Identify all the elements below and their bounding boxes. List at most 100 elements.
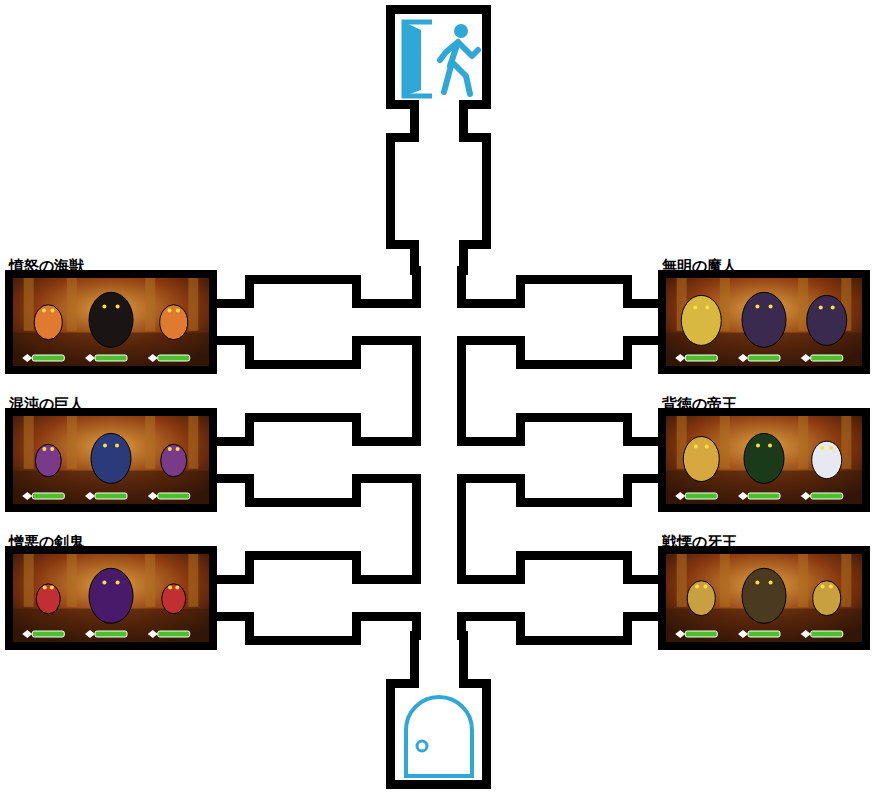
monster-eye [115, 444, 119, 448]
monster-eye [769, 581, 773, 585]
monster-eye [103, 444, 107, 448]
pillar [145, 416, 155, 469]
monster-eye [705, 445, 709, 449]
monster-room: 憤怒の海獣 [5, 270, 217, 374]
monster [162, 584, 186, 614]
exit-door-leaf [404, 22, 421, 96]
corridor-floor [525, 560, 623, 636]
corridor-wall [245, 551, 361, 645]
monster-eye [756, 444, 760, 448]
corridor-wall [516, 551, 632, 645]
monster-eye [168, 309, 172, 313]
monster-eye [116, 581, 120, 585]
status-icon [738, 354, 748, 362]
monster [89, 292, 133, 347]
corridor-wall [339, 299, 435, 345]
status-icon [22, 492, 32, 500]
status-icon [148, 354, 158, 362]
scene-ground [666, 278, 862, 366]
monster-eye [829, 585, 833, 589]
monster [687, 581, 715, 616]
battle-scene [13, 416, 209, 504]
corridor-wall [245, 413, 361, 507]
monster-eye [50, 309, 54, 313]
monster-eye [176, 447, 180, 451]
hp-bar [32, 631, 64, 637]
corridor-floor [212, 446, 258, 474]
monster [681, 295, 721, 345]
room-title: 憎悪の剣鬼 [9, 533, 84, 551]
status-icon [85, 630, 95, 638]
battle-scene [13, 554, 209, 642]
monster [742, 292, 786, 347]
status-icon [801, 630, 811, 638]
status-icon [801, 492, 811, 500]
monster-eye [768, 444, 772, 448]
hp-bar [95, 355, 127, 361]
hp-bar [158, 493, 190, 499]
monster-eye [42, 309, 46, 313]
monster-eye [693, 306, 697, 310]
exit-person-body [440, 42, 478, 94]
monster [160, 305, 188, 340]
room-title: 混沌の巨人 [9, 395, 84, 413]
room-title: 戦慄の牙王 [662, 533, 737, 551]
monster-eye [755, 305, 759, 309]
status-icon [675, 630, 685, 638]
hp-bar [95, 493, 127, 499]
monster-eye [116, 305, 120, 309]
pillar [720, 554, 730, 607]
hp-bar [32, 355, 64, 361]
monster-room: 無明の魔人 [658, 270, 870, 374]
corridor-floor [419, 96, 459, 146]
exit-door-frame [404, 22, 432, 96]
pillar [798, 416, 808, 469]
status-icon [675, 492, 685, 500]
hp-bar [685, 631, 717, 637]
monster-eye [102, 305, 106, 309]
map-icons [404, 22, 478, 776]
hp-bar [748, 355, 780, 361]
corridor-wall [516, 275, 632, 369]
monster-eye [821, 585, 825, 589]
monster-eye [831, 306, 835, 310]
room-title: 無明の魔人 [662, 257, 737, 275]
pillar [841, 554, 851, 607]
pillar [67, 278, 77, 331]
monster [161, 444, 187, 477]
corridor-floor [254, 560, 352, 636]
monster-eye [168, 586, 172, 590]
status-icon [675, 354, 685, 362]
scene-ground [13, 278, 209, 366]
battle-scene [13, 278, 209, 366]
pillar [24, 278, 34, 331]
corridor-floor [348, 308, 426, 336]
status-icon [22, 630, 32, 638]
corridor-floor [212, 584, 258, 612]
pillar [67, 554, 77, 607]
status-icon [148, 492, 158, 500]
monster-eye [50, 447, 54, 451]
corridor-wall [386, 679, 491, 789]
pillar [24, 554, 34, 607]
corridor-floor [348, 446, 426, 474]
monster [36, 584, 60, 614]
corridor-floor [254, 422, 352, 498]
monster-eye [694, 445, 698, 449]
monster [807, 295, 847, 345]
status-icon [85, 354, 95, 362]
scene-ground [666, 416, 862, 504]
status-icon [738, 492, 748, 500]
monster [742, 568, 786, 623]
corridor-floor [452, 584, 528, 612]
hp-bar [32, 493, 64, 499]
hp-bar [748, 631, 780, 637]
monster-eye [819, 306, 823, 310]
corridor-wall [386, 133, 491, 249]
pillar [188, 416, 198, 469]
pillar [188, 554, 198, 607]
scene-ground [13, 416, 209, 504]
corridor-wall [516, 413, 632, 507]
door-knob [417, 741, 427, 751]
corridor-floor [212, 308, 258, 336]
